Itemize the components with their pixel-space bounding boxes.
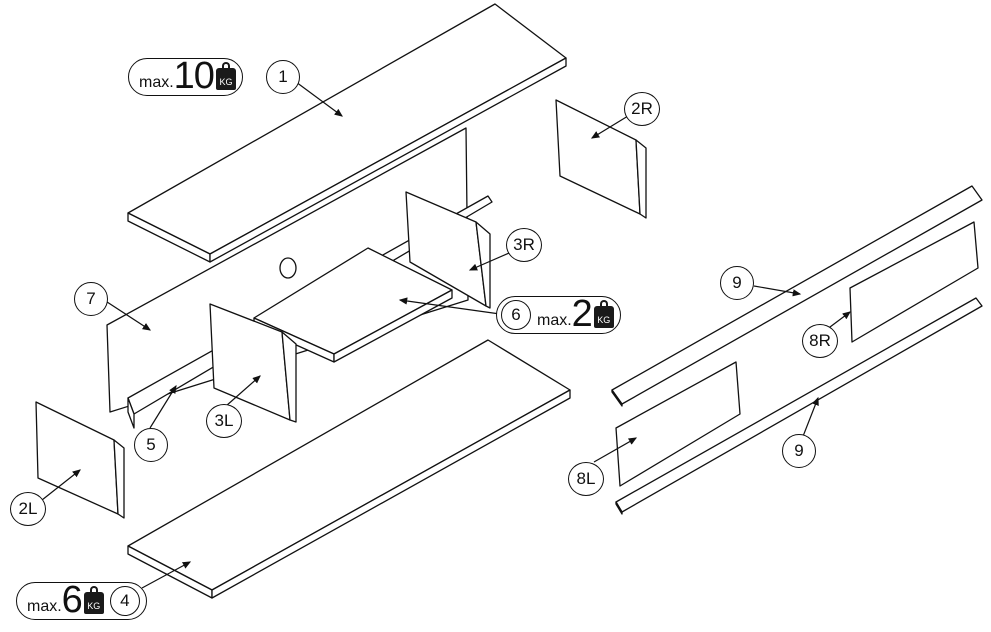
weight-icon: KG <box>83 586 104 614</box>
part-7-back-panel <box>106 127 469 413</box>
part-label-9-upper: 9 <box>720 266 754 300</box>
part-label-8r: 8R <box>802 324 838 358</box>
part-label-9-lower: 9 <box>782 434 816 468</box>
part-label-4: 4 <box>109 586 140 616</box>
part-label-5: 5 <box>134 428 168 462</box>
load-badge-shelf: 6 max. 2 KG <box>496 295 621 334</box>
part-label-2r: 2R <box>624 92 660 126</box>
part-label-7: 7 <box>74 282 108 316</box>
part-8r-front-panel <box>849 221 979 343</box>
load-badge-bottom: max. 6 KG 4 <box>16 581 147 620</box>
part-6-shelf <box>253 247 453 363</box>
weight-icon: KG <box>593 300 614 328</box>
part-label-3r: 3R <box>506 228 542 262</box>
part-1-top-board <box>127 3 567 263</box>
weight-icon: KG <box>215 62 236 90</box>
part-label-1: 1 <box>266 60 300 94</box>
part-4-bottom-board <box>127 339 571 599</box>
part-label-8l: 8L <box>568 462 604 496</box>
part-2r-side-panel <box>555 99 647 219</box>
part-3l-divider <box>209 303 297 423</box>
part-9-lower-strip <box>615 297 983 515</box>
part-label-3l: 3L <box>206 404 242 438</box>
part-label-2l: 2L <box>10 492 46 526</box>
load-badge-top: max. 10 KG <box>128 57 243 96</box>
part-label-6: 6 <box>501 300 531 330</box>
part-2l-side-panel <box>35 401 125 519</box>
part-8l-front-panel <box>615 361 741 487</box>
